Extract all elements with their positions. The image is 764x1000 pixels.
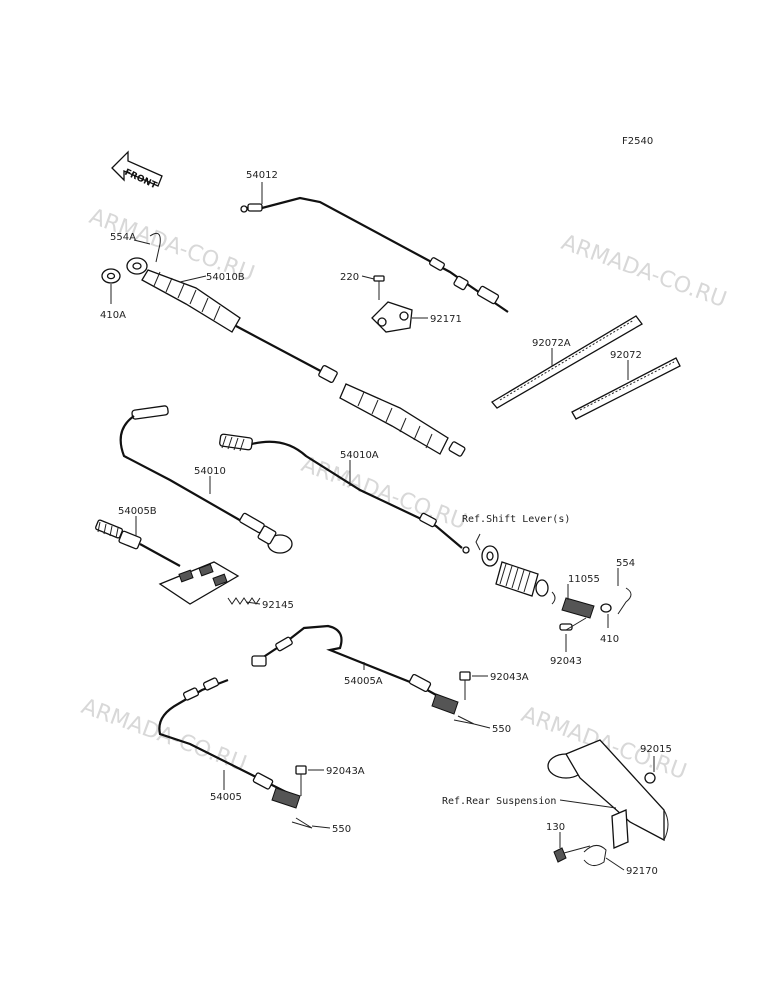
label-54005B: 54005B <box>118 506 157 517</box>
spring-92145-icon <box>227 597 261 605</box>
cable-tie-92072A-icon <box>491 315 643 409</box>
label-92072A: 92072A <box>532 338 571 349</box>
label-550-top: 550 <box>492 724 511 735</box>
label-11055: 11055 <box>568 574 600 585</box>
pin-92043A-bottom-icon <box>295 765 307 796</box>
label-92043A-bottom: 92043A <box>326 766 365 777</box>
cable-54012 <box>240 196 509 313</box>
label-92043: 92043 <box>550 656 582 667</box>
front-arrow-icon: FRONT <box>111 150 163 192</box>
label-92043A-top: 92043A <box>490 672 529 683</box>
part-labels: 54012 554A 410A 54010B 220 92171 92072A … <box>100 170 672 877</box>
label-220: 220 <box>340 272 359 283</box>
pin-554A-icon <box>149 232 161 263</box>
rear-suspension-arm <box>547 739 669 842</box>
washer-410-icon <box>600 603 612 613</box>
cotter-550-top-icon <box>453 715 475 725</box>
label-92015: 92015 <box>640 744 672 755</box>
pin-92043-icon <box>559 617 587 631</box>
cable-54010 <box>119 405 293 554</box>
cable-54005 <box>158 677 301 809</box>
pin-554-icon <box>617 587 632 615</box>
label-92170: 92170 <box>626 866 658 877</box>
block-11055-icon <box>561 597 595 619</box>
cable-54005B <box>95 519 240 605</box>
clamp-92171-icon <box>371 301 413 333</box>
label-54010B: 54010B <box>206 272 245 283</box>
label-410A: 410A <box>100 310 126 321</box>
pin-92043A-top-icon <box>459 671 471 700</box>
ref-shift-lever: Ref.Shift Lever(s) <box>462 514 570 525</box>
label-54010: 54010 <box>194 466 226 477</box>
label-92072: 92072 <box>610 350 642 361</box>
cable-54010A <box>219 433 470 554</box>
bolt-130-icon <box>553 845 591 863</box>
washer-410A-icon <box>101 268 121 284</box>
label-550-bottom: 550 <box>332 824 351 835</box>
label-92145: 92145 <box>262 600 294 611</box>
cable-54010B <box>126 257 466 457</box>
bolt-220-icon <box>373 275 385 300</box>
label-554A: 554A <box>110 232 136 243</box>
label-54012: 54012 <box>246 170 278 181</box>
bracket-icon <box>611 809 629 849</box>
watermark-3: ARMADA-CO.RU <box>298 452 470 535</box>
label-130: 130 <box>546 822 565 833</box>
cable-54005A <box>251 624 459 715</box>
label-554: 554 <box>616 558 635 569</box>
nut-92015-icon <box>644 772 656 784</box>
label-54005: 54005 <box>210 792 242 803</box>
diagram-code: F2540 <box>622 136 653 147</box>
shift-lever-assembly <box>475 533 556 605</box>
clip-92170-icon <box>583 845 607 866</box>
label-410: 410 <box>600 634 619 645</box>
cotter-550-bottom-icon <box>291 817 313 829</box>
ref-rear-suspension: Ref.Rear Suspension <box>442 796 556 807</box>
leader-lines <box>110 182 655 871</box>
cable-tie-92072-icon <box>571 357 681 420</box>
label-92171: 92171 <box>430 314 462 325</box>
watermark-2: ARMADA-CO.RU <box>558 230 730 313</box>
label-54005A: 54005A <box>344 676 383 687</box>
label-54010A: 54010A <box>340 450 379 461</box>
